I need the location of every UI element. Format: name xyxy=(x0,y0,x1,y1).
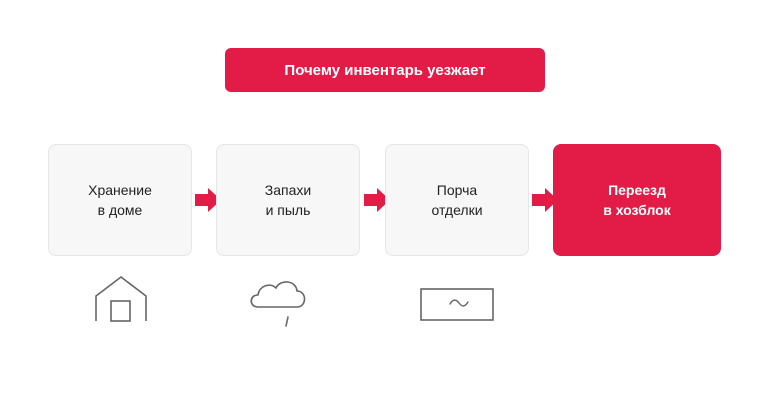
step-label-line1: Хранение xyxy=(88,182,152,198)
damaged-panel-icon xyxy=(420,288,494,321)
step-label-line2: отделки xyxy=(431,202,483,218)
step-label-line2: и пыль xyxy=(265,202,311,218)
step-label-line1: Переезд xyxy=(608,182,666,198)
step-move-to-shed: Переезд в хозблок xyxy=(553,144,721,256)
step-label-line2: в хозблок xyxy=(603,202,671,218)
title-banner: Почему инвентарь уезжает xyxy=(225,48,545,92)
arrow-right-icon xyxy=(195,188,221,212)
cloud-rain-icon xyxy=(250,281,306,327)
step-finish-damage: Порча отделки xyxy=(385,144,529,256)
house-icon xyxy=(95,275,147,322)
arrow-right-icon xyxy=(364,188,390,212)
step-smells-and-dust: Запахи и пыль xyxy=(216,144,360,256)
step-label-line1: Запахи xyxy=(264,182,312,198)
arrow-right-icon xyxy=(532,188,558,212)
step-label-line1: Порча xyxy=(436,182,478,198)
step-label-line2: в доме xyxy=(97,202,143,218)
diagram-title: Почему инвентарь уезжает xyxy=(284,61,486,79)
step-storage-at-home: Хранение в доме xyxy=(48,144,192,256)
